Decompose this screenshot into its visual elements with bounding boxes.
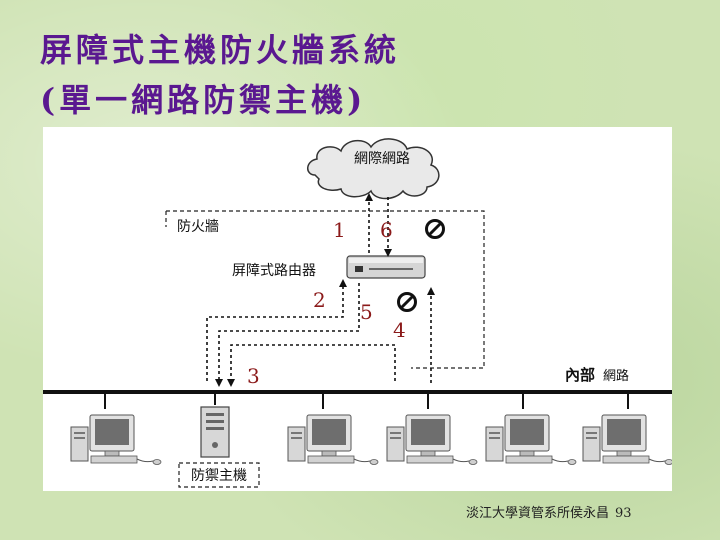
footer-author: 淡江大學資管系所侯永昌 bbox=[466, 506, 610, 521]
internal-network-label: 網路 bbox=[603, 368, 629, 384]
slide-footer: 淡江大學資管系所侯永昌 93 bbox=[466, 502, 638, 521]
no-entry-icon bbox=[425, 219, 445, 239]
workstation-icon bbox=[386, 414, 478, 465]
router-label: 屏障式路由器 bbox=[232, 263, 316, 279]
flow-number-2: 2 bbox=[313, 288, 326, 312]
flow-number-4: 4 bbox=[393, 318, 406, 342]
workstation-icon bbox=[70, 414, 162, 465]
workstation-icon bbox=[582, 414, 672, 465]
flow-number-6: 6 bbox=[380, 218, 393, 242]
page-number: 93 bbox=[615, 506, 632, 521]
firewall-boundary bbox=[166, 210, 485, 369]
flow-number-5: 5 bbox=[360, 300, 373, 324]
internet-label: 網際網路 bbox=[354, 151, 410, 167]
flow-arrow-2 bbox=[206, 279, 347, 381]
flow-arrow-3 bbox=[227, 344, 396, 387]
slide-title-line-1: 屏障式主機防火牆系統 bbox=[40, 31, 401, 69]
internal-network-label-bold: 內部 bbox=[565, 366, 595, 384]
bastion-host-box bbox=[178, 462, 260, 488]
internet-cloud-icon bbox=[307, 138, 440, 200]
router-icon bbox=[346, 255, 426, 279]
no-entry-icon bbox=[397, 292, 417, 312]
bastion-host-label: 防禦主機 bbox=[191, 468, 247, 484]
flow-arrow-5 bbox=[215, 283, 360, 387]
workstation-icon bbox=[485, 414, 577, 465]
firewall-diagram: 網際網路 防火牆 屏障式路由器 1 6 2 5 4 3 bbox=[43, 127, 672, 491]
bastion-host-icon bbox=[200, 406, 230, 458]
workstation-icon bbox=[287, 414, 379, 465]
flow-number-3: 3 bbox=[247, 364, 260, 388]
flow-number-1: 1 bbox=[333, 218, 346, 242]
slide-title-line-2: (單一網路防禦主機) bbox=[40, 81, 367, 119]
firewall-label: 防火牆 bbox=[177, 219, 219, 235]
